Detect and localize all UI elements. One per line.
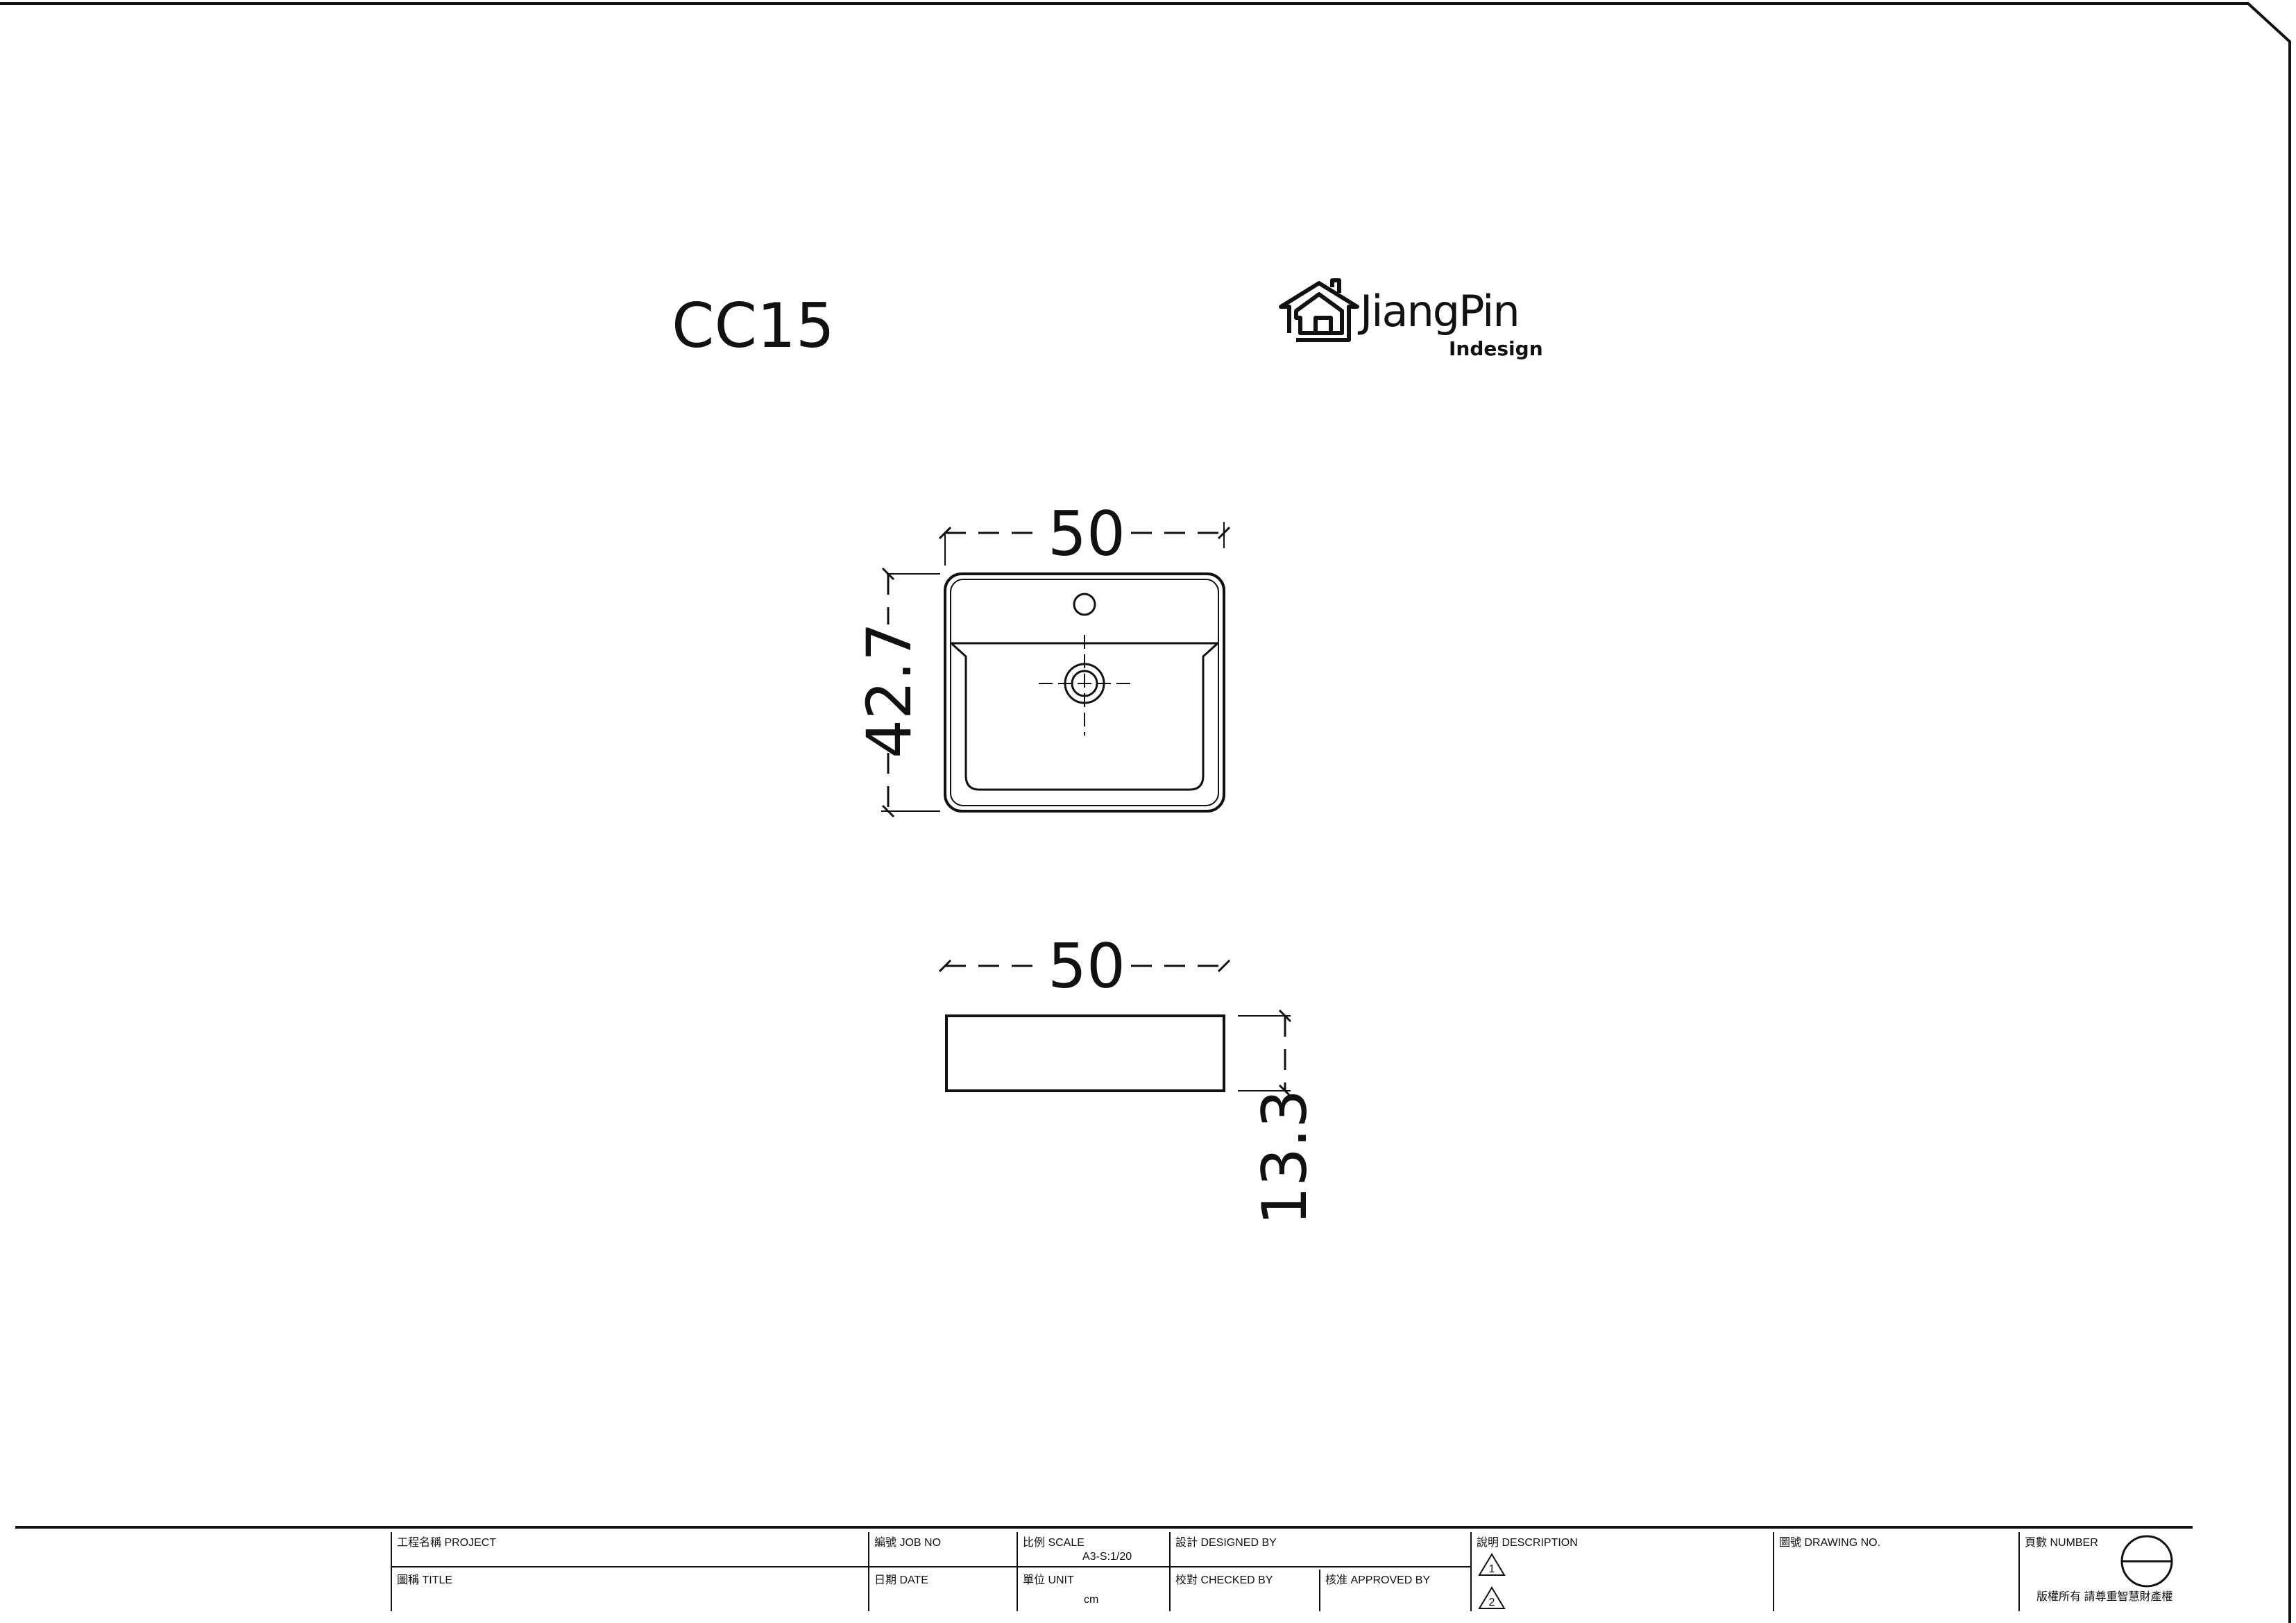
drawing-no-label: 圖號 DRAWING NO. [1779,1536,1880,1549]
unit-label: 單位 UNIT [1023,1574,1074,1586]
designed-by-label: 設計 DESIGNED BY [1175,1536,1277,1549]
house-logo-icon [1279,278,1359,342]
job-no-label: 編號 JOB NO [874,1536,941,1549]
basin-outer-outline [944,572,1225,813]
svg-text:2: 2 [1489,1597,1495,1608]
title-label: 圖稱 TITLE [397,1574,452,1586]
brand-name: JiangPin [1357,286,1519,337]
bowl-outline [951,643,1218,791]
model-title: CC15 [672,290,835,362]
top-width-dimension [938,522,1231,566]
top-view [944,572,1225,813]
side-width-label: 50 [1048,931,1125,1002]
faucet-hole [1073,593,1096,616]
copyright-notice: 版權所有 請尊重智慧財產權 [2036,1590,2172,1603]
scale-value: A3-S:1/20 [1082,1551,1132,1563]
checked-by-label: 校對 CHECKED BY [1175,1574,1273,1586]
side-view-profile [945,1014,1225,1092]
scale-label: 比例 SCALE [1023,1536,1085,1549]
top-width-label: 50 [1048,498,1125,570]
side-height-dimension [1238,1009,1292,1098]
sheet-symbol-icon [2120,1535,2173,1588]
top-depth-dimension [881,567,940,818]
project-label: 工程名稱 PROJECT [397,1536,496,1549]
unit-value: cm [1084,1594,1098,1606]
svg-text:1: 1 [1489,1563,1495,1575]
revision-triangle-1: 1 [1478,1553,1506,1576]
brand-tagline: Indesign [1449,337,1543,360]
side-height-label: 13.3 [1249,1089,1320,1225]
title-block [15,1526,2193,1611]
basin-outer-inset [950,579,1219,806]
revision-triangle-2: 2 [1478,1586,1506,1609]
side-width-dimension [938,959,1231,973]
approved-by-label: 核准 APPROVED BY [1325,1574,1430,1586]
top-depth-label: 42.7 [853,622,925,758]
date-label: 日期 DATE [874,1574,928,1586]
brand-logo: JiangPin Indesign [1279,278,1543,360]
description-label: 說明 DESCRIPTION [1477,1536,1578,1549]
number-label: 頁數 NUMBER [2025,1536,2098,1549]
